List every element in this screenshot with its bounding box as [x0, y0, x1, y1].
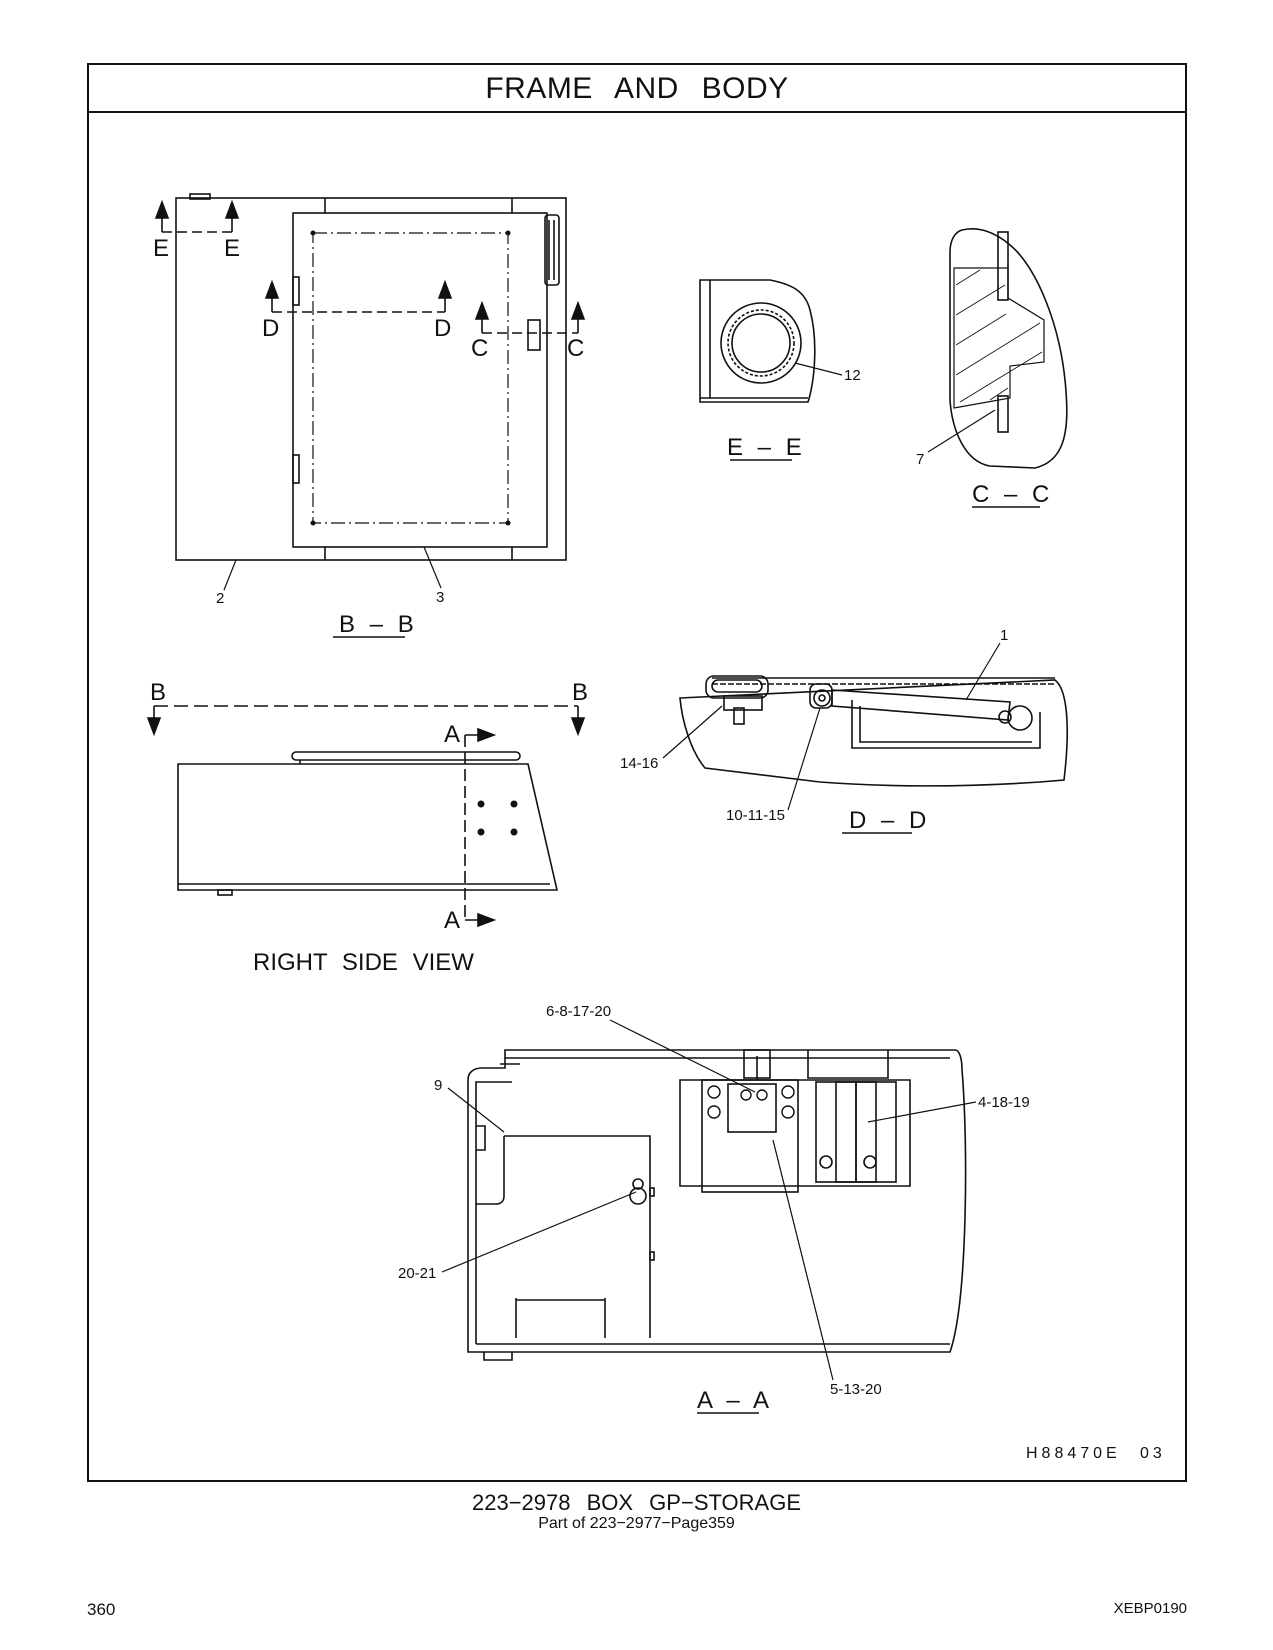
callout-3: 3	[436, 589, 444, 606]
view-title-cc: C – C	[972, 481, 1049, 508]
view-title-ee: E – E	[727, 434, 802, 461]
callout-2: 2	[216, 590, 224, 607]
section-marker-e-left: E	[153, 235, 169, 262]
page-number: 360	[87, 1600, 116, 1619]
drawing-id: H88470E	[1026, 1445, 1121, 1462]
callout-4-18-19: 4-18-19	[978, 1094, 1030, 1111]
callout-9: 9	[434, 1077, 442, 1094]
view-title-right-side: RIGHT SIDE VIEW	[253, 949, 474, 976]
callout-6-8-17-20: 6-8-17-20	[546, 1003, 611, 1020]
section-marker-d-left: D	[262, 315, 279, 342]
drawing-revision: 03	[1140, 1445, 1166, 1462]
section-marker-a-top: A	[444, 721, 460, 748]
view-cc	[927, 228, 1068, 508]
view-title-bb: B – B	[339, 611, 414, 638]
part-of-reference: Part of 223−2977−Page359	[538, 1515, 735, 1532]
callout-1: 1	[1000, 627, 1008, 644]
view-right-side	[146, 705, 586, 928]
view-title-aa: A – A	[697, 1387, 769, 1414]
callout-7: 7	[916, 451, 924, 468]
view-aa	[441, 1019, 977, 1414]
part-title: 223−2978 BOX GP−STORAGE	[472, 1490, 801, 1515]
page-title: FRAME AND BODY	[89, 65, 1185, 113]
callout-12: 12	[844, 367, 861, 384]
section-marker-e-right: E	[224, 235, 240, 262]
document-code: XEBP0190	[1113, 1600, 1187, 1617]
section-marker-a-bottom: A	[444, 907, 460, 934]
callout-14-16: 14-16	[620, 755, 658, 772]
section-marker-b-right: B	[572, 679, 588, 706]
section-marker-b-left: B	[150, 679, 166, 706]
view-bb	[154, 193, 586, 638]
section-marker-d-right: D	[434, 315, 451, 342]
section-marker-c-left: C	[471, 335, 488, 362]
callout-10-11-15: 10-11-15	[726, 807, 785, 824]
drawing-frame: FRAME AND BODY	[87, 63, 1187, 1482]
view-title-dd: D – D	[849, 807, 926, 834]
view-dd	[662, 642, 1069, 834]
callout-5-13-20: 5-13-20	[830, 1381, 882, 1398]
section-marker-c-right: C	[567, 335, 584, 362]
callout-20-21: 20-21	[398, 1265, 436, 1282]
view-ee	[699, 279, 843, 461]
